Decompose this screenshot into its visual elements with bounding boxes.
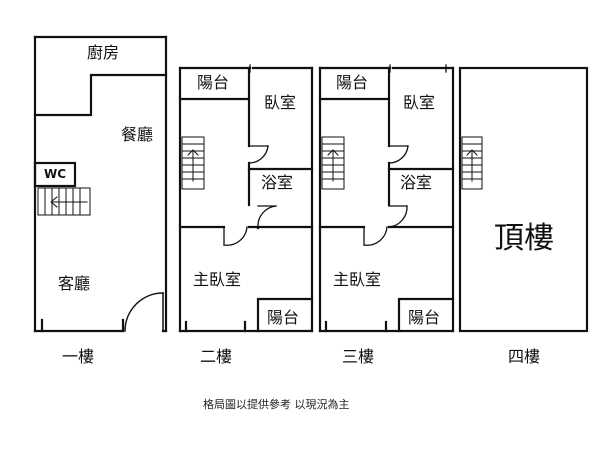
floor1-stairs — [37, 187, 91, 216]
floor3-label: 三樓 — [342, 347, 375, 366]
kitchen-label: 廚房 — [87, 43, 120, 62]
floor3-stairs — [321, 136, 345, 190]
living-room-label: 客廳 — [58, 274, 91, 293]
floor4-plan — [458, 66, 589, 333]
wc-label: WC — [44, 167, 67, 181]
floor3-balcony-bottom-label: 陽台 — [408, 308, 441, 327]
floor2-balcony-top-label: 陽台 — [197, 73, 230, 92]
roof-label: 頂樓 — [494, 221, 554, 256]
footnote: 格局圖以提供參考 以現況為主 — [203, 398, 350, 411]
floor2-stairs — [181, 136, 205, 190]
floor2-doors — [223, 64, 277, 246]
floor2-label: 二樓 — [200, 347, 233, 366]
floor3-bathroom-label: 浴室 — [400, 173, 433, 192]
floor2-bedroom-label: 臥室 — [264, 93, 297, 112]
wc-box — [33, 161, 77, 188]
floor3-bedroom-label: 臥室 — [403, 93, 436, 112]
floor1-label: 一樓 — [62, 347, 95, 366]
floor2-balcony-bottom-label: 陽台 — [267, 308, 300, 327]
kitchen-partition — [33, 73, 168, 117]
floor4-stairs — [461, 136, 483, 190]
floor2-master-bedroom-label: 主臥室 — [193, 270, 242, 289]
floor3-balcony-top-label: 陽台 — [336, 73, 369, 92]
floor2-plan — [178, 66, 314, 333]
floor3-doors — [363, 64, 447, 246]
floor3-master-bedroom-label: 主臥室 — [333, 270, 382, 289]
floor1-door — [124, 292, 164, 332]
floor3-plan — [318, 66, 455, 333]
floor1-plan — [33, 35, 168, 333]
dining-label: 餐廳 — [121, 125, 154, 144]
floor2-bathroom-label: 浴室 — [261, 173, 294, 192]
floor4-label: 四樓 — [508, 347, 541, 366]
